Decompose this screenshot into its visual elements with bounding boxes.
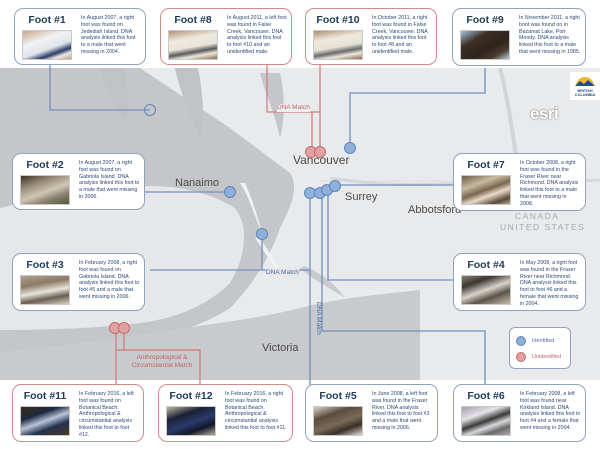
white-sneaker-photo [461, 406, 511, 436]
card-description: In November 2011, a right boot was found… [519, 15, 581, 55]
card-foot7[interactable]: Foot #7 In October 2008, a right foot wa… [453, 153, 586, 211]
worn-shoe-photo [20, 275, 70, 305]
card-description: In August 2007, a right foot was found o… [81, 15, 136, 55]
match-label-anthropological: Anthropological & Circumstantial Match [124, 354, 200, 370]
card-description: In February 2008, a right foot was found… [79, 260, 140, 300]
anthro-line1: Anthropological & [136, 354, 188, 361]
card-foot6[interactable]: Foot #6 In February 2008, a left foot wa… [453, 384, 586, 442]
card-description: In August 2007, a right foot was found o… [79, 160, 140, 200]
card-title: Foot #12 [169, 390, 213, 402]
card-title: Foot #8 [174, 14, 212, 26]
brown-boot-photo [460, 30, 510, 60]
card-foot2[interactable]: Foot #2 In August 2007, a right foot was… [12, 153, 145, 210]
place-label-vancouver: Vancouver [293, 153, 350, 167]
card-title: Foot #4 [467, 259, 505, 271]
card-description: In February 2008, a left foot was found … [520, 391, 581, 431]
card-foot10[interactable]: Foot #10 In October 2011, a right foot w… [305, 8, 437, 65]
bc-logo-line1: BRITISH [577, 89, 593, 93]
place-label-surrey: Surrey [345, 191, 378, 203]
white-sneaker-photo [313, 30, 363, 60]
card-foot11[interactable]: Foot #11 In February 2016, a left foot w… [12, 384, 144, 442]
card-title: Foot #10 [316, 14, 360, 26]
card-foot4[interactable]: Foot #4 In May 2008, a right foot was fo… [453, 253, 586, 311]
worn-shoe-photo [461, 275, 511, 305]
card-foot3[interactable]: Foot #3 In February 2008, a right foot w… [12, 253, 145, 311]
bc-logo-line2: COLUMBIA [574, 93, 596, 98]
place-label-nanaimo: Nanaimo [175, 177, 220, 189]
white-sneaker-photo [22, 30, 72, 60]
match-label-dna-middle: DNA Match [266, 269, 299, 276]
dark-shoe-photo [20, 406, 70, 436]
card-description: In October 2008, a right foot was found … [520, 160, 579, 207]
border-label-united-states: UNITED STATES [500, 222, 586, 232]
legend-identified: Identified [532, 338, 555, 344]
card-title: Foot #1 [28, 14, 66, 26]
card-title: Foot #5 [319, 390, 357, 402]
unidentified-swatch-icon [516, 352, 526, 362]
worn-shoe-photo [313, 406, 363, 436]
legend-unidentified: Unidentified [532, 354, 562, 360]
border-label-canada: CANADA [515, 211, 560, 221]
card-title: Foot #7 [467, 159, 505, 171]
card-foot12[interactable]: Foot #12 In February 2016, a right foot … [158, 384, 293, 442]
card-title: Foot #11 [23, 390, 67, 402]
dark-shoe-photo [166, 406, 216, 436]
identified-swatch-icon [516, 336, 526, 346]
card-foot1[interactable]: Foot #1 In August 2007, a right foot was… [14, 8, 146, 65]
worn-shoe-photo [461, 175, 511, 205]
card-foot9[interactable]: Foot #9 In November 2011, a right boot w… [452, 8, 586, 66]
card-description: In May 2008, a right foot was found in t… [520, 260, 579, 307]
card-title: Foot #9 [466, 14, 504, 26]
card-foot8[interactable]: Foot #8 In August 2011, a left foot was … [160, 8, 292, 65]
card-description: In October 2011, a right foot was found … [372, 15, 428, 55]
esri-logo: esri [530, 104, 559, 123]
card-title: Foot #3 [26, 259, 64, 271]
bc-sun-icon [575, 77, 595, 86]
match-label-dna-top: DNA Match [277, 104, 310, 112]
anthro-line2: Circumstantial Match [131, 362, 193, 369]
card-description: In February 2016, a right foot was found… [225, 391, 287, 431]
card-title: Foot #2 [26, 159, 64, 171]
white-sneaker-photo [168, 30, 218, 60]
map-legend: Identified Unidentified [509, 327, 571, 369]
card-description: In February 2016, a left foot was found … [79, 391, 134, 438]
place-label-victoria: Victoria [262, 342, 299, 354]
card-foot5[interactable]: Foot #5 In June 2008, a left foot was fo… [305, 384, 438, 442]
worn-shoe-photo [20, 175, 70, 205]
card-description: In June 2008, a left foot was found in t… [372, 391, 430, 431]
card-description: In August 2011, a left foot was found in… [227, 15, 287, 55]
match-label-dna-vertical: DNA Match [315, 302, 322, 335]
card-title: Foot #6 [467, 390, 505, 402]
